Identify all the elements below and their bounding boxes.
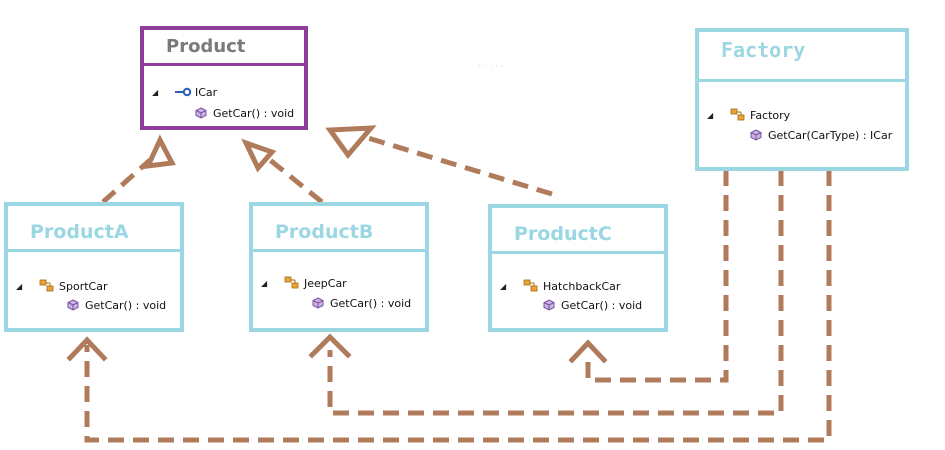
- method-icon: [747, 128, 765, 142]
- product-c-member-label: HatchbackCar: [543, 279, 621, 293]
- dependency-line-b: [327, 170, 784, 416]
- product-a-member-row: ◢ SportCar: [16, 279, 107, 293]
- artifact-marks: · · · · ·: [478, 62, 504, 72]
- factory-title: Factory: [699, 32, 905, 82]
- product-member-row: ◢ ICar: [152, 85, 217, 99]
- product-c-title: ProductC: [492, 208, 664, 254]
- product-title: Product: [144, 30, 304, 66]
- class-icon: [38, 279, 56, 293]
- product-a-title: ProductA: [8, 206, 180, 252]
- product-method-label: GetCar() : void: [213, 106, 295, 120]
- method-icon: [540, 298, 558, 312]
- product-b-member-row: ◢ JeepCar: [261, 276, 347, 290]
- artifact-marks: ·: [484, 28, 487, 38]
- expand-triangle-icon[interactable]: ◢: [16, 281, 23, 291]
- dependency-arrowhead-b: [308, 333, 352, 359]
- expand-triangle-icon[interactable]: ◢: [500, 281, 507, 291]
- product-a-member-label: SportCar: [59, 279, 108, 293]
- dependency-line-c: [585, 170, 729, 383]
- product-c-method-row: GetCar() : void: [540, 298, 642, 312]
- product-b-method-row: GetCar() : void: [309, 296, 411, 310]
- generalization-line-c: [367, 135, 553, 197]
- product-class-box: Product ◢ ICar GetCar() : void: [140, 26, 308, 130]
- product-member-label: ICar: [195, 85, 218, 99]
- dependency-arrowhead-a: [66, 336, 108, 362]
- factory-method-label: GetCar(CarType) : ICar: [768, 128, 893, 142]
- expand-triangle-icon[interactable]: ◢: [707, 110, 714, 120]
- product-method-row: GetCar() : void: [192, 106, 294, 120]
- factory-member-label: Factory: [750, 108, 791, 122]
- product-b-method-label: GetCar() : void: [330, 296, 412, 310]
- class-icon: [283, 276, 301, 290]
- generalization-line-a: [101, 158, 152, 204]
- dependency-arrowhead-c: [568, 339, 608, 364]
- factory-method-row: GetCar(CarType) : ICar: [747, 128, 892, 142]
- product-b-class-box: ProductB ◢ JeepCar GetCar() : void: [249, 202, 429, 332]
- generalization-arrowhead-b: [241, 138, 277, 173]
- product-a-method-row: GetCar() : void: [64, 298, 166, 312]
- product-a-class-box: ProductA ◢ SportCar GetCar() : void: [4, 202, 184, 332]
- interface-icon: [174, 85, 192, 99]
- generalization-line-b: [268, 158, 324, 204]
- product-c-method-label: GetCar() : void: [561, 298, 643, 312]
- product-a-method-label: GetCar() : void: [85, 298, 167, 312]
- factory-class-box: Factory ◢ Factory GetCar(CarType) : ICar: [695, 28, 909, 171]
- class-icon: [729, 108, 747, 122]
- product-b-member-label: JeepCar: [304, 276, 347, 290]
- expand-triangle-icon[interactable]: ◢: [261, 278, 268, 288]
- dependency-line-a: [84, 170, 832, 443]
- generalization-arrowhead-a: [143, 134, 176, 170]
- method-icon: [64, 298, 82, 312]
- method-icon: [192, 106, 210, 120]
- expand-triangle-icon[interactable]: ◢: [152, 87, 159, 97]
- product-b-title: ProductB: [253, 206, 425, 252]
- class-icon: [522, 279, 540, 293]
- generalization-arrowhead-c: [325, 125, 377, 160]
- product-c-member-row: ◢ HatchbackCar: [500, 279, 620, 293]
- factory-member-row: ◢ Factory: [707, 108, 790, 122]
- method-icon: [309, 296, 327, 310]
- product-c-class-box: ProductC ◢ HatchbackCar GetCar() : void: [488, 204, 668, 332]
